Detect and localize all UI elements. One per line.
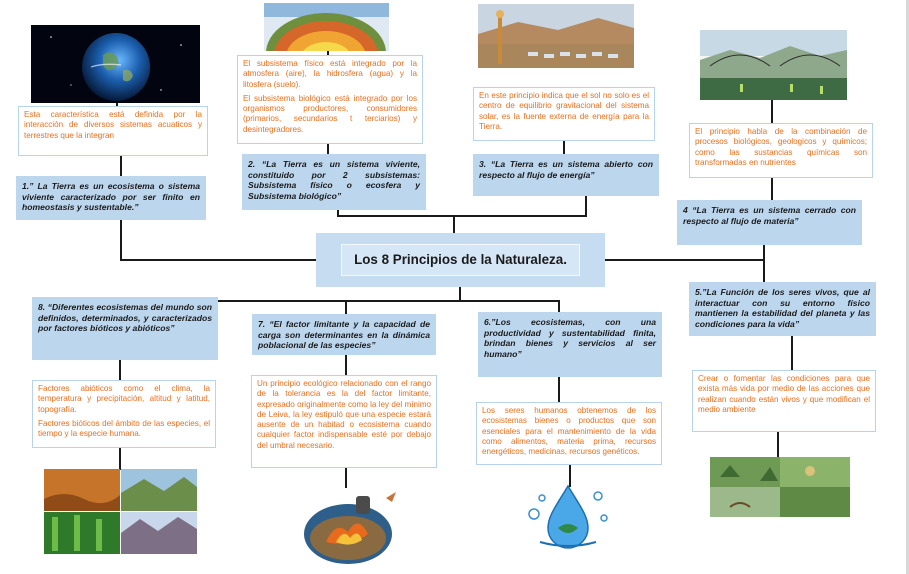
principle-2-desc: El subsistema físico está integrado por … [237, 55, 423, 144]
principle-7-desc-text: Un principio ecológico relacionado con e… [257, 379, 431, 450]
living-beings-image [710, 457, 850, 517]
principle-8-title-text: 8. “Diferentes ecosistemas del mundo son… [38, 302, 212, 333]
page-edge [906, 0, 909, 574]
principle-4-title: 4 “La Tierra es un sistema cerrado con r… [677, 200, 862, 245]
principle-2-title: 2. “La Tierra es un sistema viviente, co… [242, 154, 426, 210]
principle-3-title-text: 3. “La Tierra es un sistema abierto con … [479, 159, 653, 180]
principle-1-title-text: 1.” La Tierra es un ecosistema o sistema… [22, 181, 200, 212]
principle-8-desc-text-2: Factores bióticos del ámbito de las espe… [38, 418, 210, 439]
principle-8-title: 8. “Diferentes ecosistemas del mundo son… [32, 297, 218, 360]
principle-5-desc-text: Crear o fomentar las condiciones para qu… [698, 374, 870, 414]
central-title-box: Los 8 Principios de la Naturaleza. [316, 233, 605, 287]
principle-1-desc-text: Esta característica está definida por la… [24, 110, 202, 140]
principle-6-title-text: 6.”Los ecosistemas, con una productivida… [484, 317, 656, 359]
principle-6-desc: Los seres humanos obtenemos de los ecosi… [476, 402, 662, 465]
principle-3-desc: En este principio indica que el sol no s… [473, 87, 655, 141]
principle-8-desc-text-1: Factores abióticos como el clima, la tem… [38, 384, 210, 414]
central-title: Los 8 Principios de la Naturaleza. [354, 252, 567, 267]
matter-cycle-image [700, 30, 847, 100]
principle-6-title: 6.”Los ecosistemas, con una productivida… [478, 312, 662, 377]
water-drop-image [528, 484, 608, 549]
earth-image [31, 25, 200, 103]
principle-7-desc: Un principio ecológico relacionado con e… [251, 375, 437, 468]
principle-3-title: 3. “La Tierra es un sistema abierto con … [473, 154, 659, 196]
principle-4-desc-text: El principio habla de la combinación de … [695, 127, 867, 167]
principle-7-title-text: 7. “El factor limitante y la capacidad d… [258, 319, 430, 350]
principle-8-desc: Factores abióticos como el clima, la tem… [32, 380, 216, 448]
principle-1-title: 1.” La Tierra es un ecosistema o sistema… [16, 176, 206, 220]
principle-5-title-text: 5.”La Función de los seres vivos, que al… [695, 287, 870, 329]
central-title-inner: Los 8 Principios de la Naturaleza. [341, 244, 580, 276]
earth-layers-image [264, 3, 389, 51]
principle-7-title: 7. “El factor limitante y la capacidad d… [252, 314, 436, 355]
principle-3-desc-text: En este principio indica que el sol no s… [479, 91, 649, 131]
ecosystems-collage-image [44, 469, 197, 554]
principle-1-desc: Esta característica está definida por la… [18, 106, 208, 156]
principle-2-desc-text-2: El subsistema biológico está integrado p… [243, 93, 417, 134]
principle-2-title-text: 2. “La Tierra es un sistema viviente, co… [248, 159, 420, 201]
solar-tower-image [478, 4, 634, 68]
principle-5-title: 5.”La Función de los seres vivos, que al… [689, 282, 876, 336]
principle-5-desc: Crear o fomentar las condiciones para qu… [692, 370, 876, 432]
principle-4-desc: El principio habla de la combinación de … [689, 123, 873, 178]
principle-4-title-text: 4 “La Tierra es un sistema cerrado con r… [683, 205, 856, 226]
principle-6-desc-text: Los seres humanos obtenemos de los ecosi… [482, 406, 656, 457]
principle-2-desc-text-1: El subsistema físico está integrado por … [243, 59, 417, 89]
limiting-factor-image [304, 492, 396, 564]
